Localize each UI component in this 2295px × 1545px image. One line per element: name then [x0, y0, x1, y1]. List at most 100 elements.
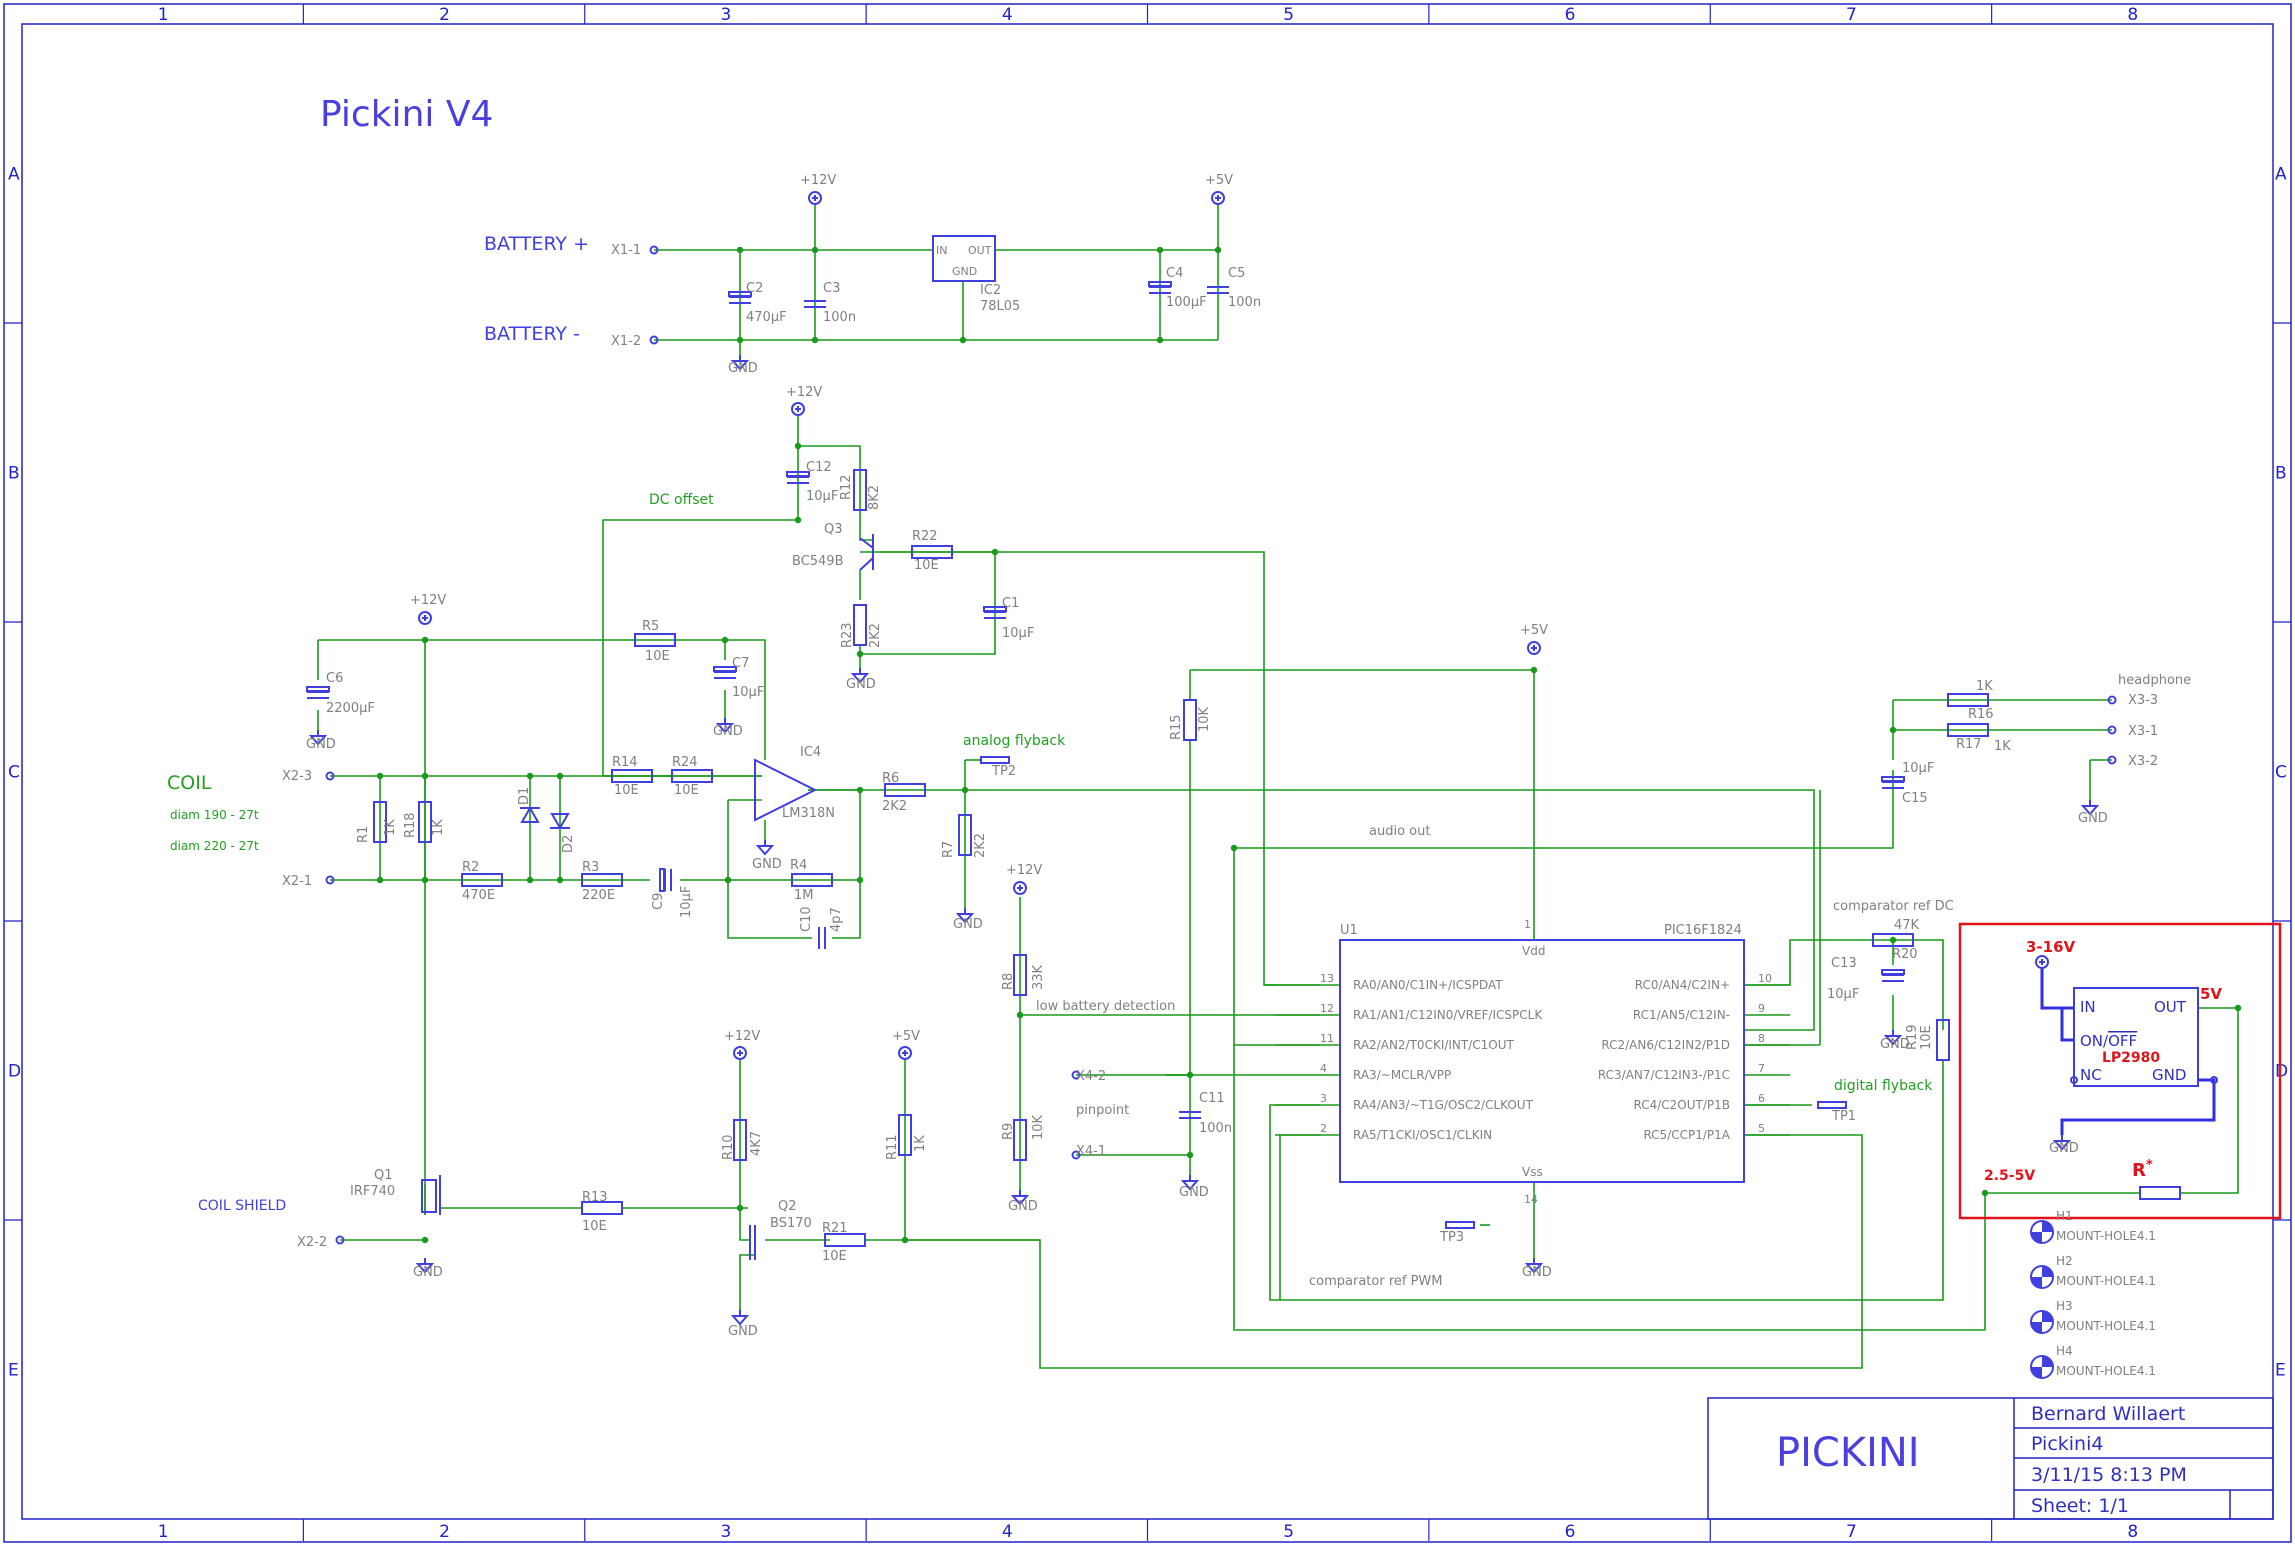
q2-value: BS170 [770, 1216, 812, 1231]
tp3-name: TP3 [1439, 1230, 1464, 1245]
wire [1744, 939, 1893, 986]
r19-value: 10E [1919, 1025, 1934, 1050]
junction-dot [421, 1236, 429, 1244]
r8-resistor [1013, 954, 1027, 996]
junctions [376, 246, 2242, 1244]
junction-dot [811, 246, 819, 254]
tp1-testpoint [1817, 1101, 1847, 1109]
x3-2-label: X3-2 [2128, 754, 2158, 769]
mount-hole-quadrant [2042, 1356, 2053, 1367]
gnd-label: GND [728, 1324, 758, 1339]
r21-resistor [824, 1233, 866, 1247]
wire [1234, 770, 1894, 849]
frame-column-number: 5 [1283, 1522, 1294, 1542]
r23-value: 2K2 [868, 623, 883, 648]
frame-row-letter: B [8, 464, 20, 484]
junction-dot [856, 650, 864, 658]
c10-value: 4p7 [829, 907, 844, 932]
c15-value: 10µF [1902, 761, 1934, 776]
c13-value: 10µF [1827, 987, 1859, 1002]
x3-3-label: X3-3 [2128, 693, 2158, 708]
gnd-symbol [1883, 1030, 1903, 1046]
r5-name: R5 [642, 619, 659, 634]
r9-resistor [1013, 1119, 1027, 1161]
ic2-name: IC2 [980, 283, 1001, 298]
mount-hole-quadrant [2042, 1266, 2053, 1277]
junction-dot [1016, 1011, 1024, 1019]
junction-dot [421, 876, 429, 884]
lp2980-body [2073, 987, 2199, 1087]
wire [832, 880, 861, 939]
u1-name: U1 [1340, 923, 1358, 938]
comp-ref-pwm-label: comparator ref PWM [1309, 1274, 1443, 1289]
mount-hole-quadrant [2031, 1322, 2042, 1333]
r24-name: R24 [672, 755, 698, 770]
lp2980-onoff: ON/OFF [2080, 1032, 2137, 1050]
r19-resistor [1936, 1019, 1950, 1061]
c1-name: C1 [1002, 596, 1019, 611]
r16-value: 1K [1976, 679, 1993, 694]
x2-2-connector [335, 1235, 345, 1245]
junction-dot [811, 336, 819, 344]
d1-diode [520, 805, 540, 823]
d2-diode [550, 813, 570, 831]
frame-column-number: 2 [439, 1522, 450, 1542]
r22-value: 10E [914, 558, 939, 573]
wire [318, 639, 766, 760]
frame-row-letter: E [8, 1361, 19, 1381]
u1-left-pin-label: RA2/AN2/T0CKI/INT/C1OUT [1353, 1038, 1515, 1052]
c4-capacitor [1148, 281, 1172, 294]
comp-ref-dc-label: comparator ref DC [1833, 899, 1954, 914]
u1-body [1339, 939, 1745, 1183]
dc-offset-label: DC offset [649, 492, 714, 508]
c15-name: C15 [1902, 791, 1928, 806]
c2-value: 470µF [746, 310, 787, 325]
lp2980-nc: NC [2080, 1066, 2102, 1084]
mount-hole-value: MOUNT-HOLE4.1 [2056, 1319, 2156, 1333]
junction-dot [526, 876, 534, 884]
lp2980-wiring [2040, 968, 2216, 1135]
junction-dot [1230, 844, 1238, 852]
u1-right-pin-number: 5 [1758, 1122, 1765, 1135]
r11-value: 1K [913, 1135, 928, 1152]
r16-resistor [1947, 693, 1989, 707]
supply-symbol [1211, 191, 1225, 205]
r2-name: R2 [462, 860, 479, 875]
r14-value: 10E [614, 783, 639, 798]
wire [1233, 848, 1985, 1331]
title-block-date: 3/11/15 8:13 PM [2031, 1464, 2187, 1486]
supply-labels: +12V+5V+12V+12V+5V+12V+12V+5VGNDGNDGNDGN… [306, 173, 2108, 1339]
r7-value: 2K2 [973, 833, 988, 858]
c3-capacitor [804, 300, 826, 308]
c13-capacitor [1881, 969, 1905, 982]
u1-left-pin-label: RA5/T1CKI/OSC1/CLKIN [1353, 1128, 1492, 1142]
frame-column-number: 5 [1283, 5, 1294, 25]
junction-dot [794, 442, 802, 450]
r24-resistor [671, 769, 713, 783]
lp2980-gnd-pin [2210, 1076, 2218, 1084]
frame-row-letter: D [8, 1062, 21, 1082]
c6-capacitor [306, 686, 330, 699]
r11-resistor [898, 1114, 912, 1156]
c5-value: 100n [1228, 295, 1261, 310]
gnd-label: GND [713, 724, 743, 739]
c7-value: 10µF [732, 685, 764, 700]
frame-column-number: 6 [1565, 1522, 1576, 1542]
r10-name: R10 [721, 1134, 736, 1160]
u1-vdd: Vdd [1522, 944, 1545, 958]
u1-left-pin-label: RA0/AN0/C1IN+/ICSPDAT [1353, 978, 1503, 992]
r4-resistor [791, 873, 833, 887]
frame-column-number: 8 [2127, 1522, 2138, 1542]
mount-hole-value: MOUNT-HOLE4.1 [2056, 1274, 2156, 1288]
c1-value: 10µF [1002, 626, 1034, 641]
wire [1269, 1060, 1944, 1301]
wire [727, 880, 812, 939]
ic2-in: IN [936, 244, 947, 257]
x3-1-connector [2107, 725, 2117, 735]
mount-hole-quadrant [2031, 1277, 2042, 1288]
u1-pin-vdd: 1 [1524, 918, 1531, 931]
frame-column-number: 1 [158, 1522, 169, 1542]
